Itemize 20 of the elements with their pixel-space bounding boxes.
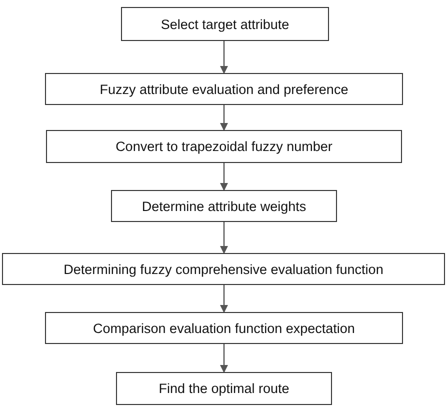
process-box (45, 73, 403, 105)
step-text: Find the optimal route (158, 381, 290, 396)
step-text: Fuzzy attribute evaluation and preference (100, 82, 348, 96)
process-box (111, 190, 337, 222)
arrow (220, 41, 228, 74)
arrow (220, 285, 228, 313)
process-box (121, 7, 329, 41)
step-text: Select target attribute (160, 16, 290, 32)
step-text: Determining fuzzy comprehensive evaluation function (64, 262, 384, 276)
process-box (45, 312, 403, 344)
arrow (220, 222, 228, 254)
process-box (46, 130, 402, 163)
arrow (220, 105, 228, 131)
arrow (220, 344, 228, 373)
process-box (2, 253, 445, 285)
step-text: Convert to trapezoidal fuzzy number (116, 139, 332, 154)
step-text: Comparison evaluation function expectation (93, 320, 355, 336)
step-text: Determine attribute weights (142, 198, 306, 214)
arrow (220, 163, 228, 191)
process-box (116, 372, 332, 405)
